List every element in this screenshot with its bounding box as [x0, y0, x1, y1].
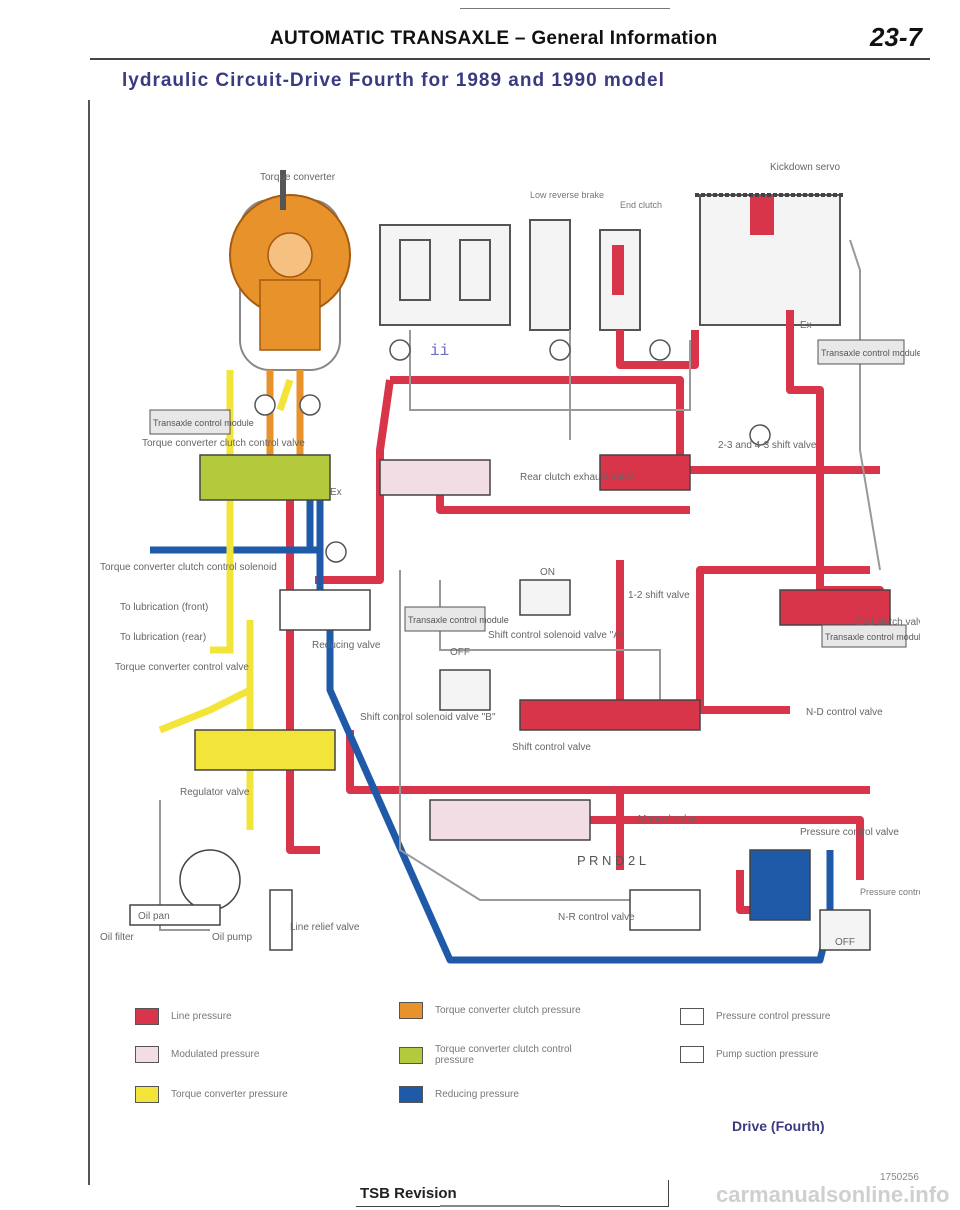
label-pressure-control-solenoid: Pressure control solenoid valve — [860, 887, 920, 897]
label-tcm-4: Transaxle control module — [821, 348, 920, 358]
legend-swatch — [135, 1086, 159, 1103]
label-rear-clutch-exhaust-valve: Rear clutch exhaust valve — [520, 472, 635, 483]
label-tcm-1: Transaxle control module — [153, 418, 254, 428]
label-shift-valve-23-43: 2-3 and 4-3 shift valve — [718, 440, 817, 451]
label-line-relief-valve: Line relief valve — [290, 922, 360, 933]
drive-label: Drive (Fourth) — [732, 1118, 825, 1134]
legend-swatch — [135, 1046, 159, 1063]
label-tcm-2: Transaxle control module — [408, 615, 509, 625]
label-ii: ii — [430, 342, 449, 360]
tcm-boxes — [149, 339, 907, 648]
label-tcc-solenoid: Torque converter clutch control solenoid — [100, 562, 277, 573]
label-oil-filter: Oil filter — [100, 932, 135, 943]
legend-swatch — [680, 1008, 704, 1025]
legend-item-converter-pressure: Torque converter pressure — [135, 1086, 341, 1103]
legend-text: Pressure control pressure — [716, 1011, 831, 1022]
legend: Line pressure Modulated pressure Torque … — [135, 1002, 915, 1158]
label-regulator-valve: Regulator valve — [180, 787, 250, 798]
label-low-reverse-brake: Low reverse brake — [530, 190, 604, 200]
label-off-1: OFF — [450, 647, 470, 658]
label-oil-pan: Oil pan — [138, 911, 170, 922]
footer-rule — [440, 1205, 560, 1207]
legend-text: Line pressure — [171, 1011, 232, 1022]
header-title: AUTOMATIC TRANSAXLE – General Informatio… — [270, 28, 718, 49]
page-header: AUTOMATIC TRANSAXLE – General Informatio… — [90, 22, 930, 60]
label-shift-control-valve: Shift control valve — [512, 742, 591, 753]
label-ex-1: Ex — [330, 487, 342, 498]
legend-item-tcc-pressure: Torque converter clutch pressure — [399, 1002, 605, 1019]
legend-text: Reducing pressure — [435, 1089, 519, 1100]
legend-item-pump-suction: Pump suction pressure — [680, 1046, 886, 1063]
figure-code: 1750256 — [880, 1172, 919, 1183]
label-manual-valve: Manual valve — [638, 814, 697, 825]
legend-item-reducing: Reducing pressure — [399, 1086, 605, 1103]
label-12-shift-valve: 1-2 shift valve — [628, 590, 690, 601]
label-tc-control-valve: Torque converter control valve — [115, 662, 249, 673]
pump-suction-lines — [159, 239, 881, 931]
label-tcm-3: Transaxle control module — [825, 632, 920, 642]
label-gear-positions: P R N D 2 L — [577, 853, 646, 868]
legend-text: Pump suction pressure — [716, 1049, 819, 1060]
label-reducing-valve: Reducing valve — [312, 640, 381, 651]
legend-swatch — [135, 1008, 159, 1025]
legend-item-pressure-control: Pressure control pressure — [680, 1008, 886, 1025]
hydraulic-circuit-diagram: Torque converter Kickdown servo Low reve… — [100, 162, 920, 964]
watermark: carmanualsonline.info — [716, 1182, 950, 1207]
label-nr-control-valve: N-R control valve — [558, 912, 635, 923]
diagram-title: lydraulic Circuit-Drive Fourth for 1989 … — [122, 70, 665, 91]
label-torque-converter: Torque converter — [260, 172, 336, 183]
label-shift-solenoid-a: Shift control solenoid valve "A" — [488, 630, 624, 641]
page-number: 23-7 — [869, 22, 922, 52]
label-end-clutch: End clutch — [620, 200, 662, 210]
label-lubrication-front: To lubrication (front) — [120, 602, 208, 613]
label-on: ON — [540, 567, 555, 578]
legend-swatch — [399, 1002, 423, 1019]
clutch-section — [379, 193, 845, 331]
legend-item-modulated: Modulated pressure — [135, 1046, 341, 1063]
legend-swatch — [399, 1086, 423, 1103]
legend-item-line-pressure: Line pressure — [135, 1008, 341, 1025]
legend-text: Modulated pressure — [171, 1049, 260, 1060]
legend-text: Torque converter pressure — [171, 1089, 288, 1100]
torque-converter — [229, 170, 351, 371]
label-shift-solenoid-b: Shift control solenoid valve "B" — [360, 712, 496, 723]
label-off-2: OFF — [835, 937, 855, 948]
label-pressure-control-valve: Pressure control valve — [800, 827, 899, 838]
frame-left-rule — [88, 100, 90, 1185]
valve-bodies — [129, 454, 891, 951]
legend-text: Torque converter clutch pressure — [435, 1005, 581, 1016]
label-tcc-control-valve: Torque converter clutch control valve — [142, 438, 305, 449]
label-lubrication-rear: To lubrication (rear) — [120, 632, 206, 643]
label-oil-pump: Oil pump — [212, 932, 252, 943]
label-ex-2: Ex — [800, 320, 812, 331]
top-rule — [460, 8, 670, 9]
footer-tsb-revision: TSB Revision — [360, 1185, 457, 1202]
label-nd-control-valve: N-D control valve — [806, 707, 883, 718]
label-end-clutch-valve: End clutch valve — [856, 617, 920, 628]
label-kickdown-servo: Kickdown servo — [770, 162, 840, 173]
legend-item-tcc-control: Torque converter clutch control pressure — [399, 1044, 605, 1066]
gauge-symbols — [254, 339, 771, 563]
legend-swatch — [399, 1046, 423, 1064]
legend-swatch — [680, 1046, 704, 1063]
legend-text: Torque converter clutch control pressure — [435, 1044, 572, 1066]
